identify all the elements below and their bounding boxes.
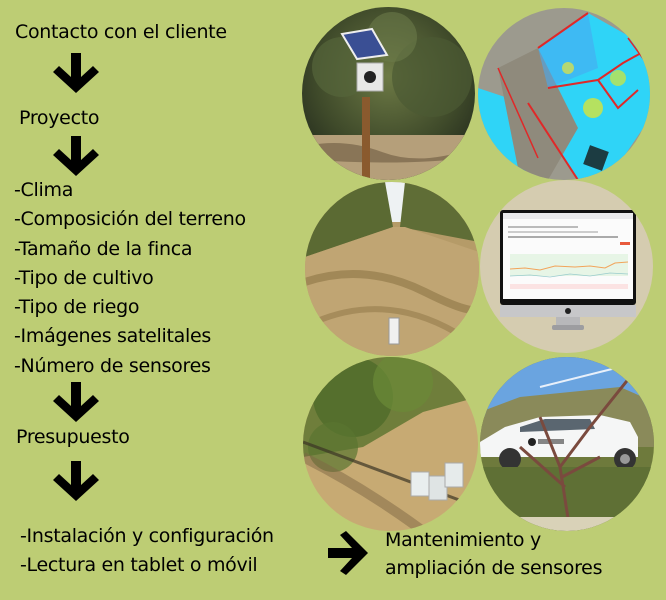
soil-sensors-under-tree-photo [303,357,478,531]
list-item: -Número de sensores [14,354,211,377]
arrow-down-icon [53,382,99,422]
step-maintenance-line2: ampliación de sensores [385,557,603,579]
installation-list: -Instalación y configuración -Lectura en… [20,522,274,580]
list-item: -Tamaño de la finca [14,237,193,260]
solar-sensor-olive-grove-photo [302,7,475,180]
company-car-field-photo [480,357,654,531]
list-item: -Tipo de riego [14,296,140,319]
arrow-right-icon [328,531,368,575]
list-item: -Imágenes satelitales [14,325,211,348]
project-factors-list: -Clima -Composición del terreno -Tamaño … [14,176,246,381]
step-maintenance-line1: Mantenimiento y [385,529,541,551]
satellite-ndvi-map-photo [478,8,650,180]
step-budget: Presupuesto [16,426,130,448]
arrow-down-icon [53,53,99,93]
dry-grass-orchard-sensor-photo [305,182,479,356]
list-item: -Lectura en tablet o móvil [20,554,258,576]
list-item: -Tipo de cultivo [14,266,154,289]
dashboard-monitor-photo [480,180,653,353]
arrow-down-icon [53,136,99,176]
list-item: -Composición del terreno [14,208,246,231]
list-item: -Instalación y configuración [20,525,274,547]
arrow-down-icon [53,461,99,501]
step-project: Proyecto [19,107,100,129]
step-contact: Contacto con el cliente [15,21,227,43]
list-item: -Clima [14,179,74,201]
